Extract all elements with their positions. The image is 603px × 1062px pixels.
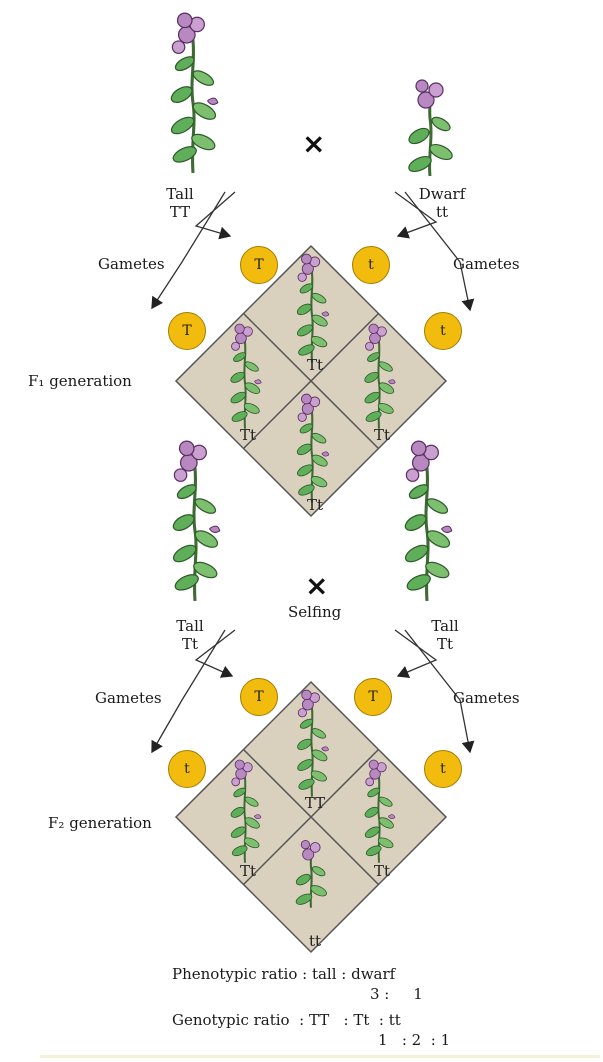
gamete-f2-right-bottom: t <box>424 750 462 788</box>
gamete-f1-right-bottom: t <box>424 312 462 350</box>
f2-cell-left: Tt <box>239 862 257 880</box>
left-parent-genotype: TT <box>169 203 191 221</box>
gamete-arrows-f1 <box>151 191 475 312</box>
f1-cell-right: Tt <box>373 426 391 444</box>
bottom-divider <box>40 1055 600 1058</box>
f2-cell-right: Tt <box>373 862 391 880</box>
selfing-left-label: Tall <box>176 617 204 635</box>
f1-cell-left: Tt <box>239 426 257 444</box>
tall-plant-right-icon <box>400 439 454 603</box>
gamete-f1-left-top: T <box>240 246 278 284</box>
genotypic-ratio-values: 1 : 2 : 1 <box>378 1031 451 1049</box>
f1-generation-label: F₁ generation <box>28 372 132 390</box>
gametes-label-left-f2: Gametes <box>95 689 162 707</box>
gamete-f1-right-top: t <box>352 246 390 284</box>
right-parent-genotype: tt <box>435 203 449 221</box>
f2-cell-bottom: tt <box>308 932 322 950</box>
gamete-f2-right-top: T <box>354 678 392 716</box>
gamete-f1-left-bottom: T <box>168 312 206 350</box>
f1-punnett-square <box>174 244 448 518</box>
left-parent-label: Tall <box>166 185 194 203</box>
selfing-right-label: Tall <box>431 617 459 635</box>
gametes-label-right-f1: Gametes <box>453 255 520 273</box>
f2-generation-label: F₂ generation <box>48 814 152 832</box>
genotypic-ratio-line: Genotypic ratio : TT : Tt : tt <box>172 1011 401 1029</box>
gamete-f2-left-top: T <box>240 678 278 716</box>
dwarf-plant-icon <box>404 78 456 178</box>
phenotypic-ratio-line: Phenotypic ratio : tall : dwarf <box>172 965 396 983</box>
cross-symbol-selfing: × <box>305 569 329 602</box>
tall-plant-icon <box>166 11 220 175</box>
tall-plant-left-icon <box>168 439 222 603</box>
f2-punnett-square <box>174 680 448 954</box>
selfing-right-genotype: Tt <box>436 635 454 653</box>
f1-cell-bottom: Tt <box>306 496 324 514</box>
f1-cell-top: Tt <box>306 356 324 374</box>
right-parent-label: Dwarf <box>418 185 466 203</box>
f2-cell-top: TT <box>304 794 326 812</box>
gamete-arrows-f2 <box>151 629 475 754</box>
gametes-label-left-f1: Gametes <box>98 255 165 273</box>
cross-symbol-top: × <box>302 127 326 160</box>
selfing-left-genotype: Tt <box>181 635 199 653</box>
gamete-f2-left-bottom: t <box>168 750 206 788</box>
gametes-label-right-f2: Gametes <box>453 689 520 707</box>
phenotypic-ratio-values: 3 : 1 <box>370 985 423 1003</box>
selfing-label: Selfing <box>288 603 342 621</box>
